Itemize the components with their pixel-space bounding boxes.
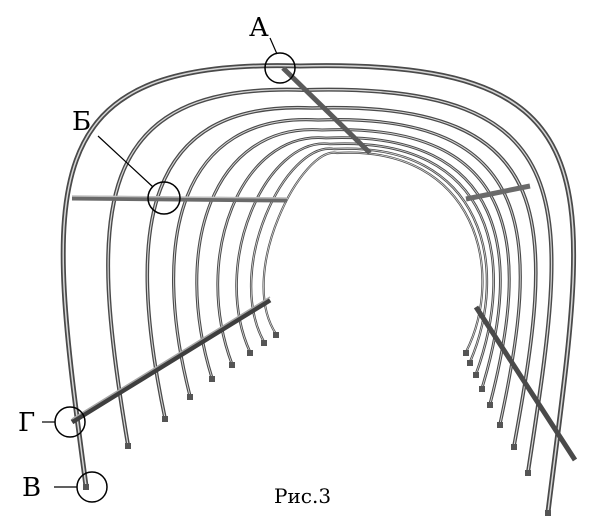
label-g: Г bbox=[18, 408, 35, 438]
left-stake-2 bbox=[125, 443, 131, 449]
arch-4-highlight bbox=[173, 119, 521, 425]
arch-6 bbox=[216, 136, 502, 390]
right-stake-7 bbox=[473, 372, 479, 378]
left-stake-5 bbox=[209, 376, 215, 382]
left-stake-1 bbox=[83, 484, 89, 490]
arch-1 bbox=[60, 63, 577, 515]
callout-b: Б bbox=[72, 107, 181, 215]
right-horizontal-tie bbox=[465, 183, 531, 202]
arch-5-highlight bbox=[196, 129, 510, 405]
arch-7-highlight bbox=[236, 143, 495, 375]
left-stake-7 bbox=[247, 350, 253, 356]
label-v: В bbox=[22, 473, 41, 503]
right-stake-2 bbox=[525, 470, 531, 476]
right-ground-rail bbox=[473, 305, 578, 462]
arch-8 bbox=[249, 147, 489, 364]
label-b: Б bbox=[72, 107, 91, 137]
right-stake-8 bbox=[467, 360, 473, 366]
left-stake-3 bbox=[162, 416, 168, 422]
ridge-tie bbox=[281, 66, 372, 155]
right-stake-1 bbox=[545, 510, 551, 516]
right-stake-9 bbox=[463, 350, 469, 356]
left-ground-stakes bbox=[83, 332, 279, 490]
arch-6-highlight bbox=[217, 137, 501, 389]
arch-8-highlight bbox=[250, 148, 488, 363]
arch-4 bbox=[172, 118, 522, 426]
arch-9-highlight bbox=[263, 152, 483, 353]
left-stake-4 bbox=[187, 394, 193, 400]
arch-1-highlight bbox=[62, 64, 575, 513]
figure-caption: Рис.3 bbox=[274, 484, 331, 508]
arch-5 bbox=[195, 128, 511, 406]
label-a: А bbox=[249, 13, 269, 43]
right-stake-5 bbox=[487, 402, 493, 408]
right-ground-stakes bbox=[463, 350, 551, 516]
callout-g: Г bbox=[18, 406, 86, 438]
left-stake-9 bbox=[273, 332, 279, 338]
arches-group bbox=[60, 63, 577, 515]
left-stake-8 bbox=[261, 340, 267, 346]
right-stake-6 bbox=[479, 386, 485, 392]
left-ground-rail bbox=[70, 296, 272, 425]
callout-a: А bbox=[249, 13, 296, 84]
callout-v: В bbox=[22, 471, 108, 503]
left-stake-6 bbox=[229, 362, 235, 368]
arch-3-highlight bbox=[146, 107, 537, 447]
right-stake-3 bbox=[511, 444, 517, 450]
right-stake-4 bbox=[497, 422, 503, 428]
arch-7 bbox=[235, 142, 495, 376]
